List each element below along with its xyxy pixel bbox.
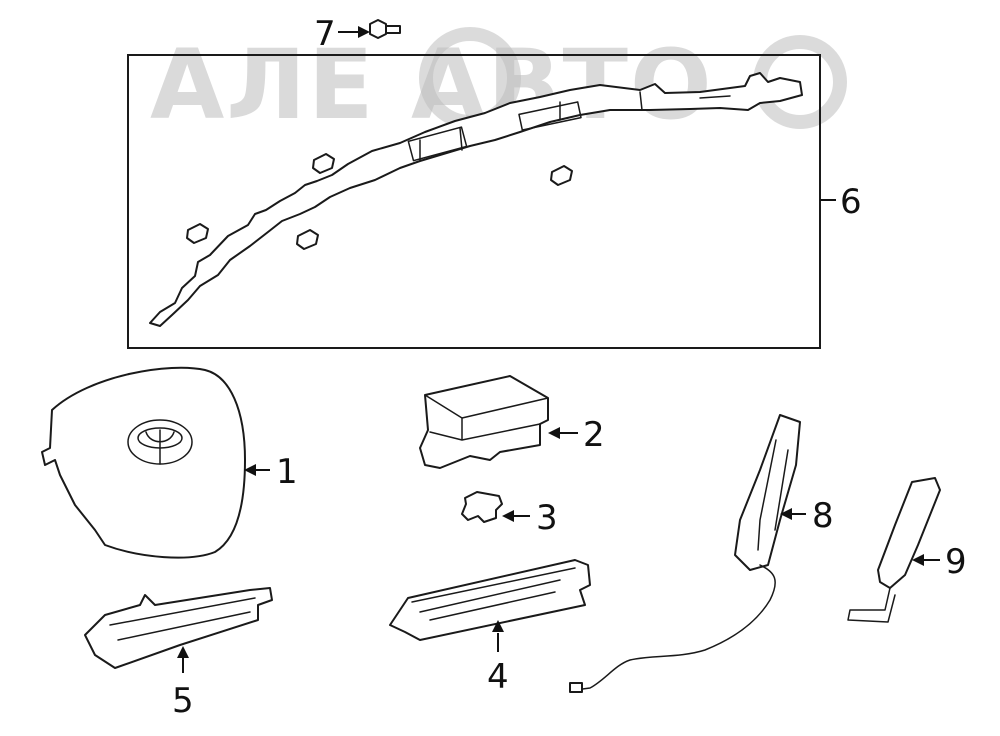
part-5-lower-airbag [84, 587, 273, 669]
clip-2 [186, 223, 209, 244]
callouts: 1 2 3 4 5 6 7 8 9 [172, 14, 967, 721]
part-2-passenger-airbag [419, 375, 549, 469]
part-3-sensor [461, 491, 503, 523]
clip-3 [296, 229, 319, 250]
clip-4 [550, 165, 573, 186]
callout-4: 4 [487, 657, 509, 697]
callout-7: 7 [314, 14, 336, 54]
callout-1: 1 [276, 452, 298, 492]
callout-6: 6 [840, 182, 862, 222]
part-8-side-airbag [569, 414, 801, 693]
clip-1 [312, 153, 335, 174]
wire-harness [574, 564, 776, 691]
leaders [177, 26, 940, 673]
callout-5: 5 [172, 681, 194, 721]
part-6-curtain-airbag [127, 54, 821, 349]
curtain-rail [149, 72, 803, 327]
callout-8: 8 [812, 496, 834, 536]
part-4-knee-airbag [389, 559, 591, 641]
callout-2: 2 [583, 415, 605, 455]
part-6-frame [127, 54, 821, 349]
part-1-steering-airbag [41, 366, 246, 559]
callout-3: 3 [536, 498, 558, 538]
callout-9: 9 [945, 542, 967, 582]
watermark: АЛЕ АВТО [150, 27, 847, 141]
part-9-side-airbag [847, 477, 941, 623]
part-7-bolt [369, 19, 401, 39]
